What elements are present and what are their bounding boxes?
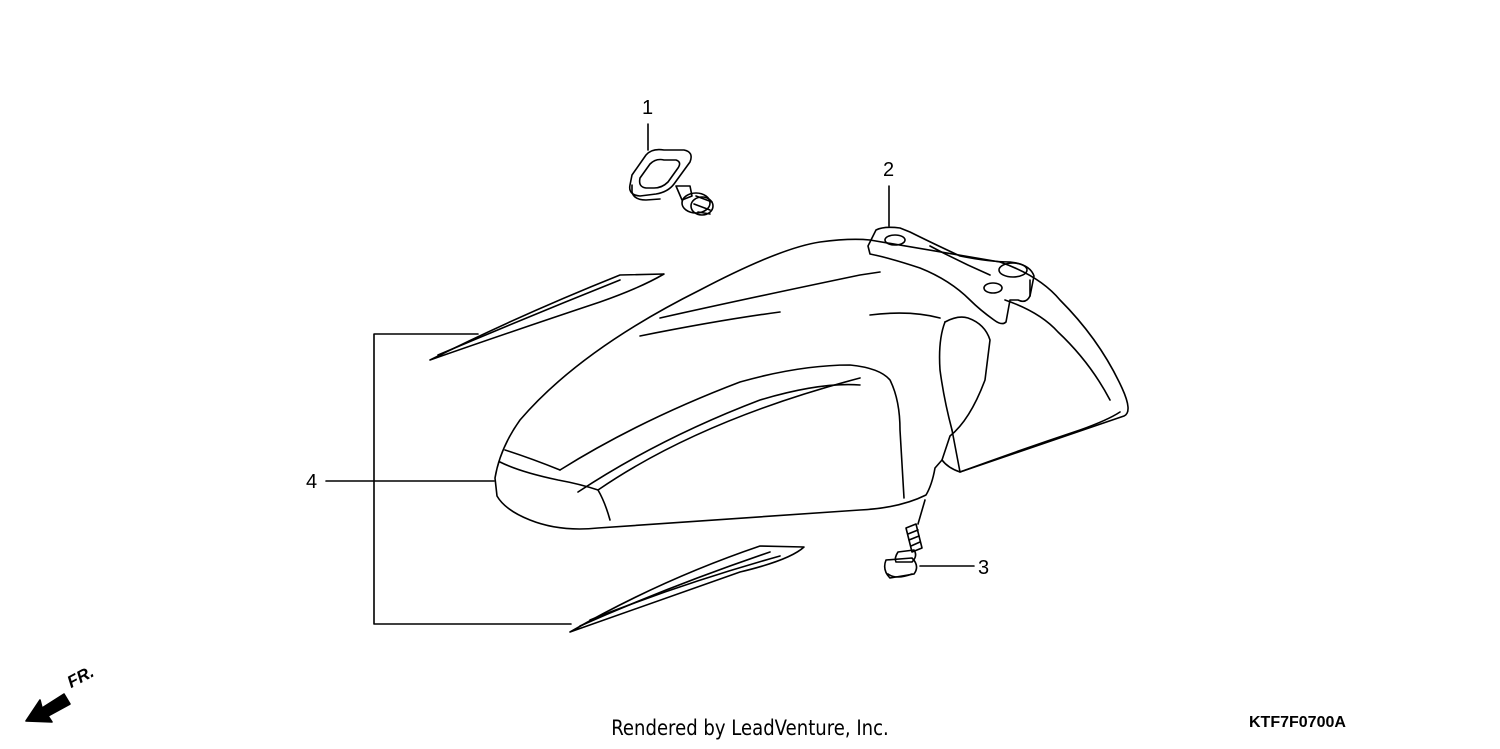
callout-3[interactable]: 3 <box>978 557 990 579</box>
callout-1[interactable]: 1 <box>642 97 654 119</box>
front-direction-arrow-icon <box>25 693 71 723</box>
diagram-code: KTF7F0700A <box>1249 714 1346 731</box>
callout-4[interactable]: 4 <box>306 471 318 493</box>
lower-stripe-decal[interactable] <box>569 545 805 633</box>
front-fender-part[interactable] <box>494 238 1129 530</box>
upper-stripe-decal[interactable] <box>429 273 665 361</box>
fastener-clip-part[interactable] <box>628 148 714 216</box>
rendered-by-footer: Rendered by LeadVenture, Inc. <box>611 716 889 740</box>
callout-2[interactable]: 2 <box>883 159 895 181</box>
fender-bracket-part[interactable] <box>867 226 1035 325</box>
leader-lines <box>325 123 975 625</box>
bolt-part[interactable] <box>883 523 923 579</box>
